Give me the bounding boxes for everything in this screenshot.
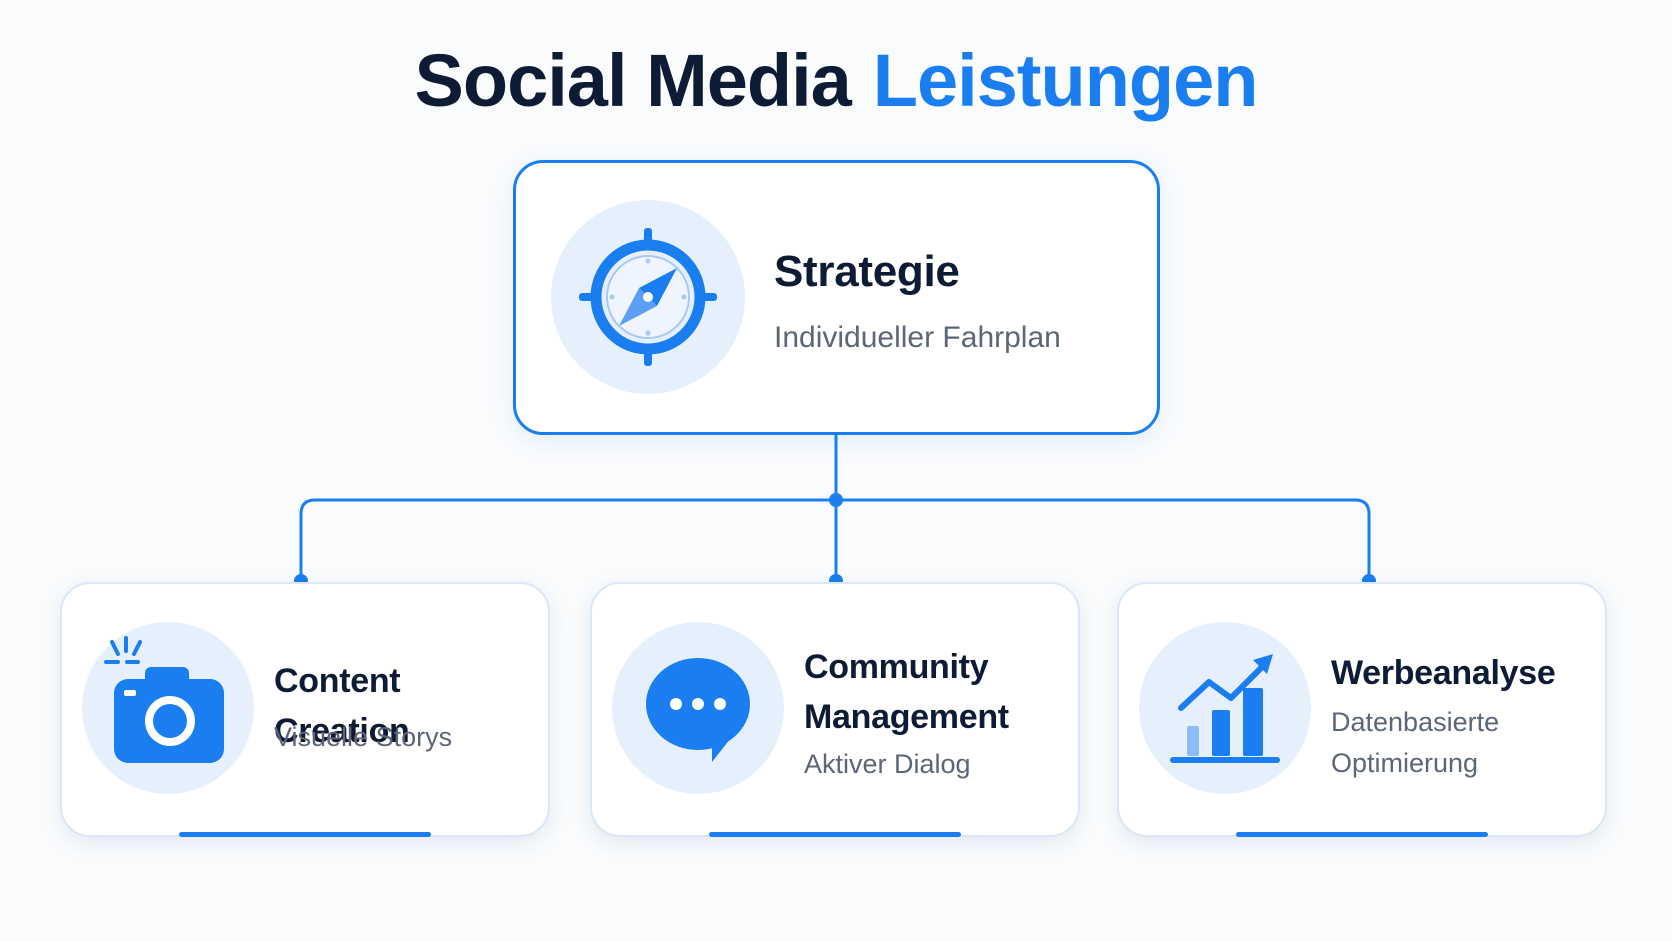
title-part-2: Leistungen [872,39,1259,122]
bar-chart-icon [1170,654,1280,763]
werbeanalyse-card[interactable]: Werbeanalyse Datenbasierte Optimierung [1117,582,1607,837]
compass-icon [579,228,717,366]
strategy-card[interactable]: Strategie Individueller Fahrplan [513,160,1160,435]
community-management-icon-circle [612,622,784,794]
chat-bubble-icon [646,658,750,762]
strategy-sublabel: Individueller Fahrplan [774,321,1061,354]
content-creation-label: Content Creation [274,662,410,750]
strategy-label: Strategie [774,247,960,296]
title-part-1: Social Media [414,39,852,122]
content-creation-icon-circle [82,622,254,794]
community-management-label: Community Management [804,648,1009,736]
connector-node-center [829,493,843,507]
community-management-sublabel: Aktiver Dialog [804,749,971,779]
content-creation-underline [179,832,431,837]
werbeanalyse-icon-circle [1139,622,1311,794]
community-management-card[interactable]: Community Management Aktiver Dialog [590,582,1080,837]
content-creation-card[interactable]: Content Creation Visuelle Storys [60,582,550,837]
strategy-icon-circle [551,200,745,394]
community-management-underline [709,832,961,837]
camera-icon [104,636,224,763]
werbeanalyse-underline [1236,832,1488,837]
content-creation-sublabel: Visuelle Storys [274,722,453,752]
werbeanalyse-sublabel: Datenbasierte Optimierung [1331,707,1500,778]
werbeanalyse-label: Werbeanalyse [1331,654,1556,692]
